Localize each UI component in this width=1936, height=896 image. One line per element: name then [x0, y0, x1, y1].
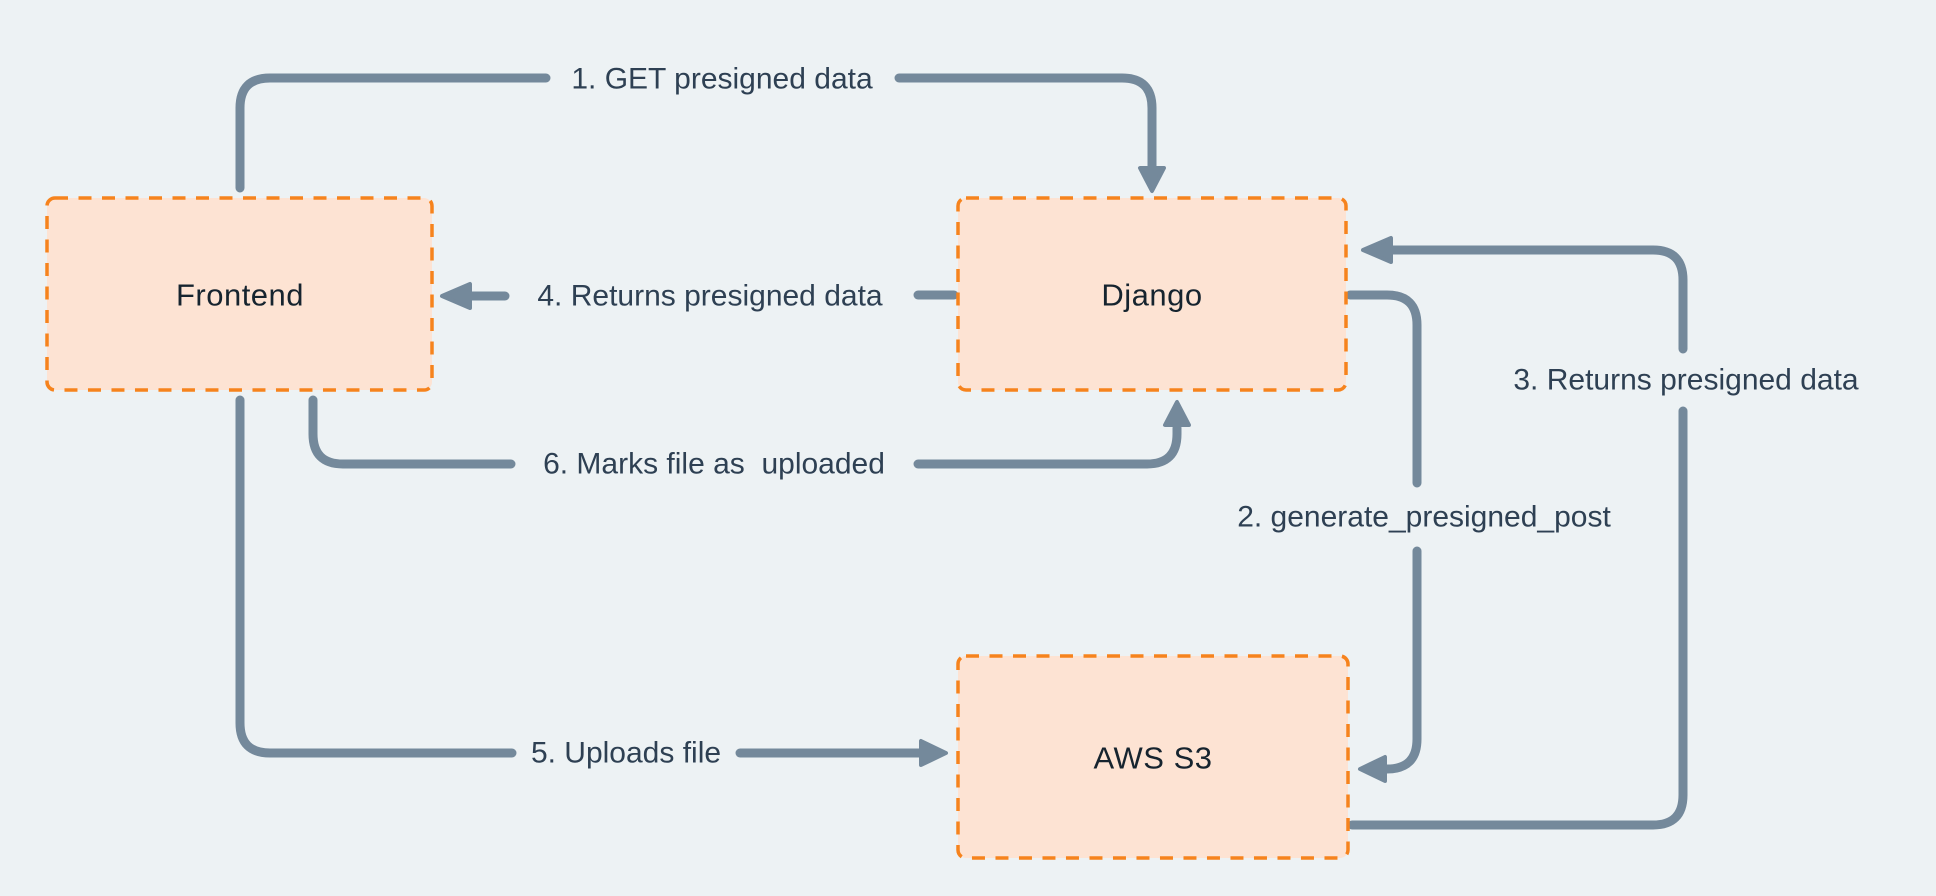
edge-2-label: 2. generate_presigned_post [1237, 501, 1611, 534]
edge-6-arrowhead [1163, 400, 1191, 427]
edge-5-label: 5. Uploads file [531, 737, 721, 770]
edge-2-arrowhead [1358, 755, 1387, 783]
edge-4-label: 4. Returns presigned data [537, 280, 883, 313]
edge-5-uploads-file: 5. Uploads file [235, 395, 948, 770]
node-frontend-box [45, 196, 434, 392]
edge-6-segment-b [913, 423, 1182, 469]
edge-6-segment-a [308, 395, 516, 469]
node-frontend: Frontend [45, 196, 434, 392]
edge-3-segment-b [1387, 245, 1688, 354]
edge-5-segment-a [235, 395, 517, 758]
edge-5-arrowhead [919, 739, 948, 767]
edge-1-arrowhead [1138, 166, 1166, 193]
node-aws-s3: AWS S3 [956, 654, 1350, 860]
edge-3-segment-a [1347, 406, 1688, 830]
edge-6-label: 6. Marks file as uploaded [543, 448, 885, 481]
edge-1-segment-a [235, 73, 551, 193]
node-aws-s3-label: AWS S3 [1094, 741, 1213, 776]
edge-1-segment-b [894, 73, 1157, 171]
edge-2-segment-b [1382, 546, 1422, 774]
edge-2-generate-presigned-post: 2. generate_presigned_post [1237, 290, 1611, 783]
edge-3-returns-presigned-data: 3. Returns presigned data [1347, 236, 1859, 830]
node-frontend-label: Frontend [176, 278, 304, 313]
node-aws-s3-box [956, 654, 1350, 860]
edge-4-arrowhead [440, 282, 472, 310]
edge-4-returns-presigned-data: 4. Returns presigned data [440, 280, 959, 313]
edge-6-marks-file-as-uploaded: 6. Marks file as uploaded [308, 395, 1191, 481]
edge-3-label: 3. Returns presigned data [1513, 364, 1859, 397]
edge-2-segment-a [1345, 290, 1422, 488]
node-django: Django [956, 196, 1348, 392]
edge-1-label: 1. GET presigned data [571, 63, 873, 96]
node-django-label: Django [1101, 278, 1202, 313]
edge-1-get-presigned-data: 1. GET presigned data [235, 63, 1166, 193]
edge-3-arrowhead [1361, 236, 1393, 264]
node-django-box [956, 196, 1348, 392]
